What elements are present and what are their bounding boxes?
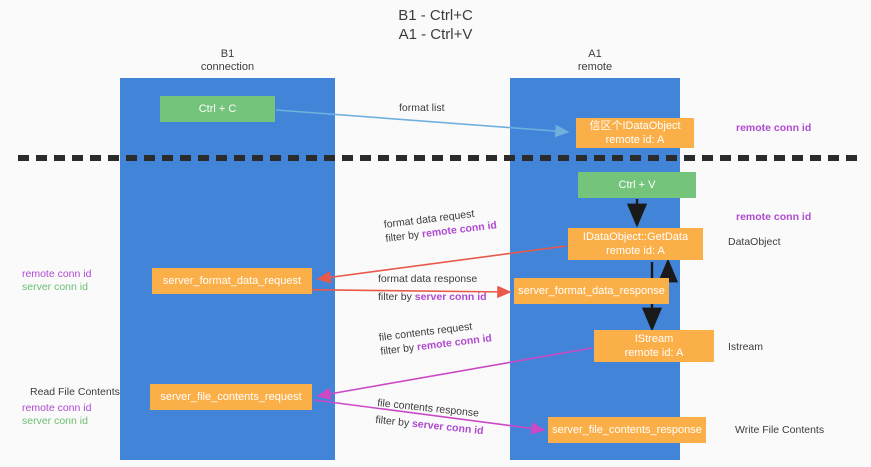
box-idataobject-line-1: 信区个IDataObject [589,120,681,132]
box-server-format-data-response-label: server_format_data_response [518,285,665,297]
lane-header-a1-name: A1 [588,48,602,60]
annotation-right-istream: Istream [728,341,764,353]
box-ctrl-c[interactable]: Ctrl + C [160,96,275,122]
annotation-left-server-conn-id: server conn id [22,281,88,293]
edge-file-contents-request [316,347,593,400]
annotation-left-lower-conn-ids: remote conn id server conn id [22,402,91,428]
box-getdata-line-2: remote id: A [606,245,665,257]
annotation-left-conn-ids: remote conn id server conn id [22,268,91,294]
box-server-format-data-request[interactable]: server_format_data_request [152,268,312,294]
annotation-left-lower-remote-conn-id: remote conn id [22,402,92,414]
box-idataobject[interactable]: 信区个IDataObject remote id: A [576,118,694,148]
edge-label-format-list: format list [399,101,445,115]
annotation-left-lower-server-conn-id: server conn id [22,415,88,427]
lane-header-a1: A1 remote [540,48,650,74]
lane-header-b1-name: B1 [220,48,235,60]
phase-divider [18,155,863,161]
edge-format-list [275,109,570,138]
title-line-1: B1 - Ctrl+C [398,7,473,24]
lane-header-b1-role: connection [200,61,255,73]
box-ctrl-v-label: Ctrl + V [618,179,656,191]
lane-header-a1-role: remote [577,61,613,73]
edge-label-format-data-response-text: format data response [378,273,478,285]
edge-label-format-data-response: format data response filter by server co… [378,272,487,304]
box-idataobject-line-2: remote id: A [605,134,665,146]
title-line-2: A1 - Ctrl+V [398,26,473,43]
box-server-file-contents-request[interactable]: server_file_contents_request [150,384,312,410]
box-istream[interactable]: IStream remote id: A [594,330,714,362]
box-ctrl-c-label: Ctrl + C [198,103,237,115]
edge-label-format-list-text: format list [399,102,445,114]
box-istream-line-1: IStream [634,333,674,345]
diagram-title: B1 - Ctrl+C A1 - Ctrl+V [0,6,871,44]
box-server-format-data-response[interactable]: server_format_data_response [514,278,669,304]
box-ctrl-v[interactable]: Ctrl + V [578,172,696,198]
filter-prefix: filter by [374,413,413,430]
annotation-left-read-file-contents: Read File Contents [30,386,120,398]
annotation-right-dataobject: DataObject [728,236,781,248]
box-server-file-contents-response[interactable]: server_file_contents_response [548,417,706,443]
annotation-right-write-file-contents: Write File Contents [735,424,825,436]
filter-key-server-conn-id: server conn id [414,291,487,303]
annotation-left-remote-conn-id: remote conn id [22,268,92,280]
lane-header-b1: B1 connection [150,48,305,74]
annotation-right-remote-conn-id-mid: remote conn id [736,211,812,223]
filter-prefix: filter by [378,291,415,303]
box-server-file-contents-response-label: server_file_contents_response [552,424,702,436]
box-idataobject-getdata[interactable]: IDataObject::GetData remote id: A [568,228,703,260]
edge-file-contents-response [313,399,546,435]
annotation-right-remote-conn-id-top: remote conn id [736,122,812,134]
box-server-file-contents-request-label: server_file_contents_request [160,391,302,403]
box-getdata-line-1: IDataObject::GetData [582,231,689,243]
edge-label-format-data-response-filter: filter by server conn id [378,290,487,304]
box-server-format-data-request-label: server_format_data_request [162,275,302,287]
edge-format-data-request [316,245,567,284]
box-istream-line-2: remote id: A [624,347,684,359]
